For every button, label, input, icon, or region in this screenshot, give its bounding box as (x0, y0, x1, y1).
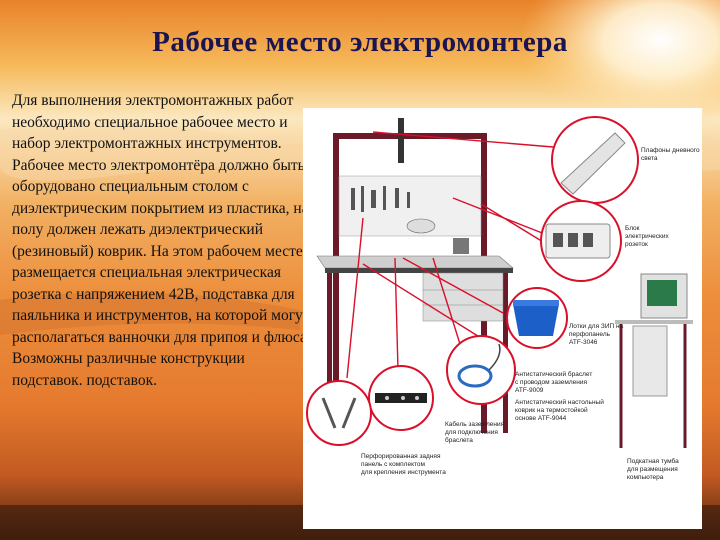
hanging-tool (398, 118, 404, 163)
workbench (316, 118, 514, 433)
drawer-unit (422, 272, 504, 322)
table-top (316, 255, 514, 269)
magnifier-lamp (406, 218, 436, 234)
slide-title: Рабочее место электромонтера (152, 26, 568, 58)
paragraph-workplace: Рабочее место электромонтёра должно быть… (12, 156, 311, 389)
paragraph-intro: Для выполнения электромонтажных работ не… (12, 92, 294, 152)
soldering-station (453, 238, 469, 254)
body-text: Для выполнения электромонтажных работ не… (12, 90, 312, 391)
